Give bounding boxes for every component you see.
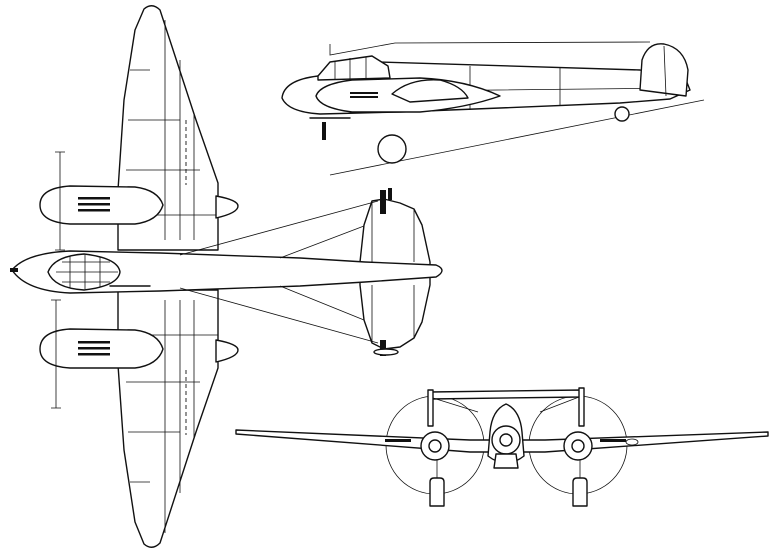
wing-panel-lines (124, 20, 218, 533)
cockpit-canopy (10, 253, 151, 291)
front-fuselage (487, 403, 525, 469)
tail-bracing-lines (179, 200, 379, 344)
lower-engine-nacelle (39, 299, 239, 409)
upper-engine-nacelle (39, 151, 239, 251)
fuselage (11, 250, 443, 294)
top-view (10, 5, 443, 548)
side-view (281, 41, 705, 176)
front-view (235, 387, 769, 507)
main-wheel (377, 134, 407, 164)
lower-wing (117, 289, 219, 548)
front-tailplane (429, 389, 583, 400)
side-cockpit (317, 55, 391, 81)
tail-wheel (614, 106, 630, 122)
side-tail-fin (639, 43, 689, 97)
